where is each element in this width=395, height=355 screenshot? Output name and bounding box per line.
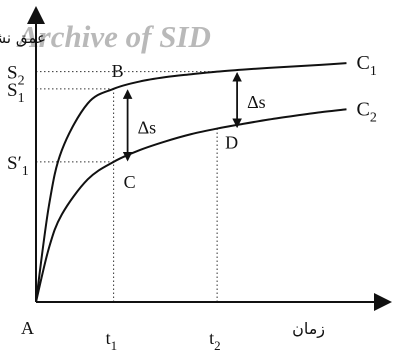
time-tick-label: t1 xyxy=(106,328,118,353)
settlement-tick-label-subscript: 1 xyxy=(22,164,29,179)
series-label-base: C xyxy=(356,98,369,120)
settlement-curve-c1 xyxy=(35,62,347,303)
settlement-tick-label: S2 xyxy=(7,63,25,89)
time-tick-label-base: t xyxy=(209,328,214,348)
time-tick-label-base: t xyxy=(106,328,111,348)
series-label-subscript: 2 xyxy=(370,110,377,125)
time-tick-label: t2 xyxy=(209,328,221,353)
settlement-tick-label-subscript: 1 xyxy=(18,91,25,106)
y-axis-label: عمق نشست xyxy=(0,29,46,47)
reference-lines xyxy=(36,71,218,302)
point-label: B xyxy=(112,61,124,81)
settlement-tick-label: S1 xyxy=(7,80,25,106)
origin-label: A xyxy=(21,318,34,338)
series-label: C1 xyxy=(356,52,376,79)
settlement-tick-label-subscript: 2 xyxy=(18,74,25,89)
settlement-tick-label: S′1 xyxy=(7,153,29,179)
settlement-tick-label-base: S xyxy=(7,63,18,84)
settlement-curve-c2 xyxy=(35,108,347,303)
x-axis-label: زمان xyxy=(292,319,325,339)
point-label: C xyxy=(124,172,136,192)
settlement-tick-label-base: S xyxy=(7,153,18,174)
point-label: D xyxy=(225,133,238,153)
time-tick-label-subscript: 1 xyxy=(111,338,118,353)
series-label: C2 xyxy=(356,98,376,125)
axis-layer xyxy=(27,6,392,311)
curve-layer xyxy=(35,62,347,303)
difference-label: Δs xyxy=(247,92,266,112)
difference-arrows xyxy=(122,72,242,162)
time-tick-label-subscript: 2 xyxy=(214,338,221,353)
series-label-subscript: 1 xyxy=(370,64,377,79)
watermark-text: Archive of SID xyxy=(16,19,211,54)
difference-label: Δs xyxy=(138,117,157,137)
settlement-tick-label-prime: ′ xyxy=(18,153,22,174)
series-label-base: C xyxy=(356,52,369,74)
settlement-tick-label-base: S xyxy=(7,80,18,101)
